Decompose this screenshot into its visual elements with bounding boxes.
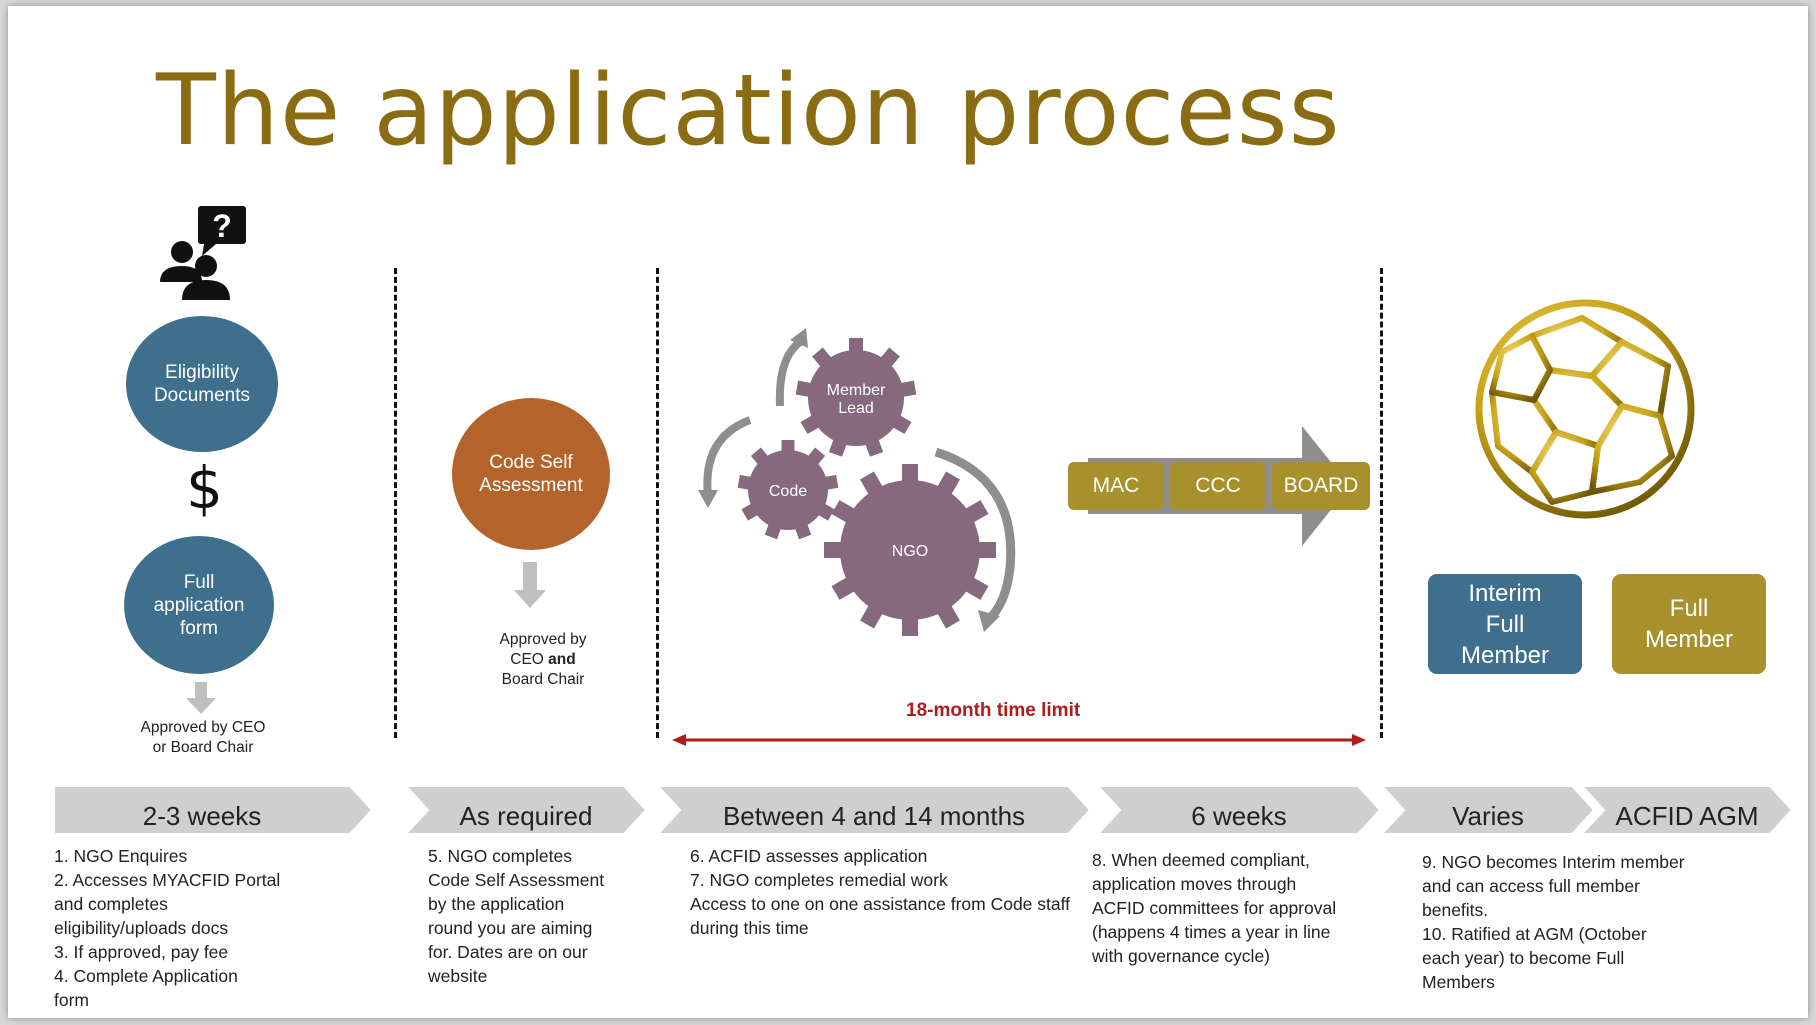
timeline-chevron-0	[53, 786, 374, 835]
timeline-label-0: 2-3 weeks	[142, 800, 262, 831]
full-application-form-circle: Full application form	[124, 536, 274, 674]
timeline-chevron-2	[655, 786, 1092, 835]
eligibility-documents-label: Eligibility Documents	[153, 362, 251, 406]
timeline-chevron-1	[403, 786, 648, 835]
people-with-question-bubble-icon: ?	[160, 206, 246, 300]
mac-committee-box: MAC	[1068, 462, 1164, 510]
stage1-approval-note: Approved by CEO or Board Chair	[140, 719, 266, 756]
cycle-arrow-left	[703, 416, 752, 497]
stage2-approval-note: Approved by CEO and Board Chair	[478, 630, 608, 690]
slide-title: The application process	[156, 54, 1341, 168]
divider-1	[394, 268, 397, 738]
code-gear-label: Code	[769, 483, 807, 500]
timeline-chevron-5	[1579, 786, 1794, 835]
full-application-form-label: Full application form	[153, 571, 245, 639]
steps-column-5: 9. NGO becomes Interim member and can ac…	[1422, 852, 1685, 992]
stage2-approval-and: and	[548, 651, 576, 668]
code-self-assessment-label: Code Self Assessment	[479, 452, 583, 496]
down-arrow-icon	[186, 682, 216, 714]
cycle-arrow-top	[775, 338, 803, 407]
dollar-sign-icon: $	[186, 454, 223, 522]
steps-column-3: 6. ACFID assesses application 7. NGO com…	[690, 846, 1071, 938]
down-arrow-icon-2	[514, 562, 546, 608]
svg-text:?: ?	[212, 208, 232, 244]
ngo-gear-label: NGO	[892, 543, 928, 560]
steps-column-4: 8. When deemed compliant, application mo…	[1092, 850, 1337, 966]
stage2-approval-line3: Board Chair	[501, 671, 585, 688]
timeline-chevrons	[53, 786, 1794, 835]
full-member-box: Full Member	[1612, 574, 1766, 674]
steps-column-1: 1. NGO Enquires 2. Accesses MYACFID Port…	[54, 846, 281, 1010]
interim-full-member-box: Interim Full Member	[1428, 574, 1582, 674]
timeline-label-5: ACFID AGM	[1615, 800, 1759, 831]
full-member-label: Full Member	[1644, 595, 1734, 653]
code-gear: Code	[737, 440, 839, 540]
ngo-gear: NGO	[824, 464, 996, 636]
timeline-label-2: Between 4 and 14 months	[722, 800, 1026, 831]
timeline-label-4: Varies	[1452, 800, 1524, 831]
stage2-approval-ceo: CEO	[510, 651, 549, 668]
timeline-chevron-4	[1379, 786, 1596, 835]
eligibility-documents-circle: Eligibility Documents	[126, 316, 278, 452]
member-lead-gear-label: Member	[827, 382, 886, 399]
timeline-label-1: As required	[459, 800, 593, 831]
divider-3	[1380, 268, 1383, 738]
cycle-arrowhead-left	[698, 490, 718, 508]
steps-column-2: 5. NGO completes Code Self Assessment by…	[428, 846, 605, 986]
cycle-arrowhead-right	[978, 610, 1000, 632]
ccc-committee-box: CCC	[1170, 462, 1266, 510]
interim-full-member-label: Interim Full Member	[1460, 579, 1550, 669]
time-limit-label: 18-month time limit	[906, 700, 1081, 721]
cycle-arrow-right	[934, 447, 1016, 624]
board-committee-box: BOARD	[1272, 462, 1370, 510]
timeline-chevron-3	[1095, 786, 1382, 835]
member-lead-gear-label: Lead	[838, 400, 874, 417]
timeline-label-3: 6 weeks	[1191, 800, 1287, 831]
gold-lattice-globe-icon	[1475, 299, 1695, 519]
stage2-approval-line1: Approved by	[499, 631, 587, 648]
cycle-arrowhead-top	[790, 328, 808, 348]
time-limit-arrow	[672, 734, 1366, 746]
code-self-assessment-circle: Code Self Assessment	[452, 398, 610, 550]
stage2-approval-line2: CEO and	[478, 650, 608, 670]
slide: The application process ? Eligibility Do…	[8, 6, 1808, 1018]
divider-2	[656, 268, 659, 738]
